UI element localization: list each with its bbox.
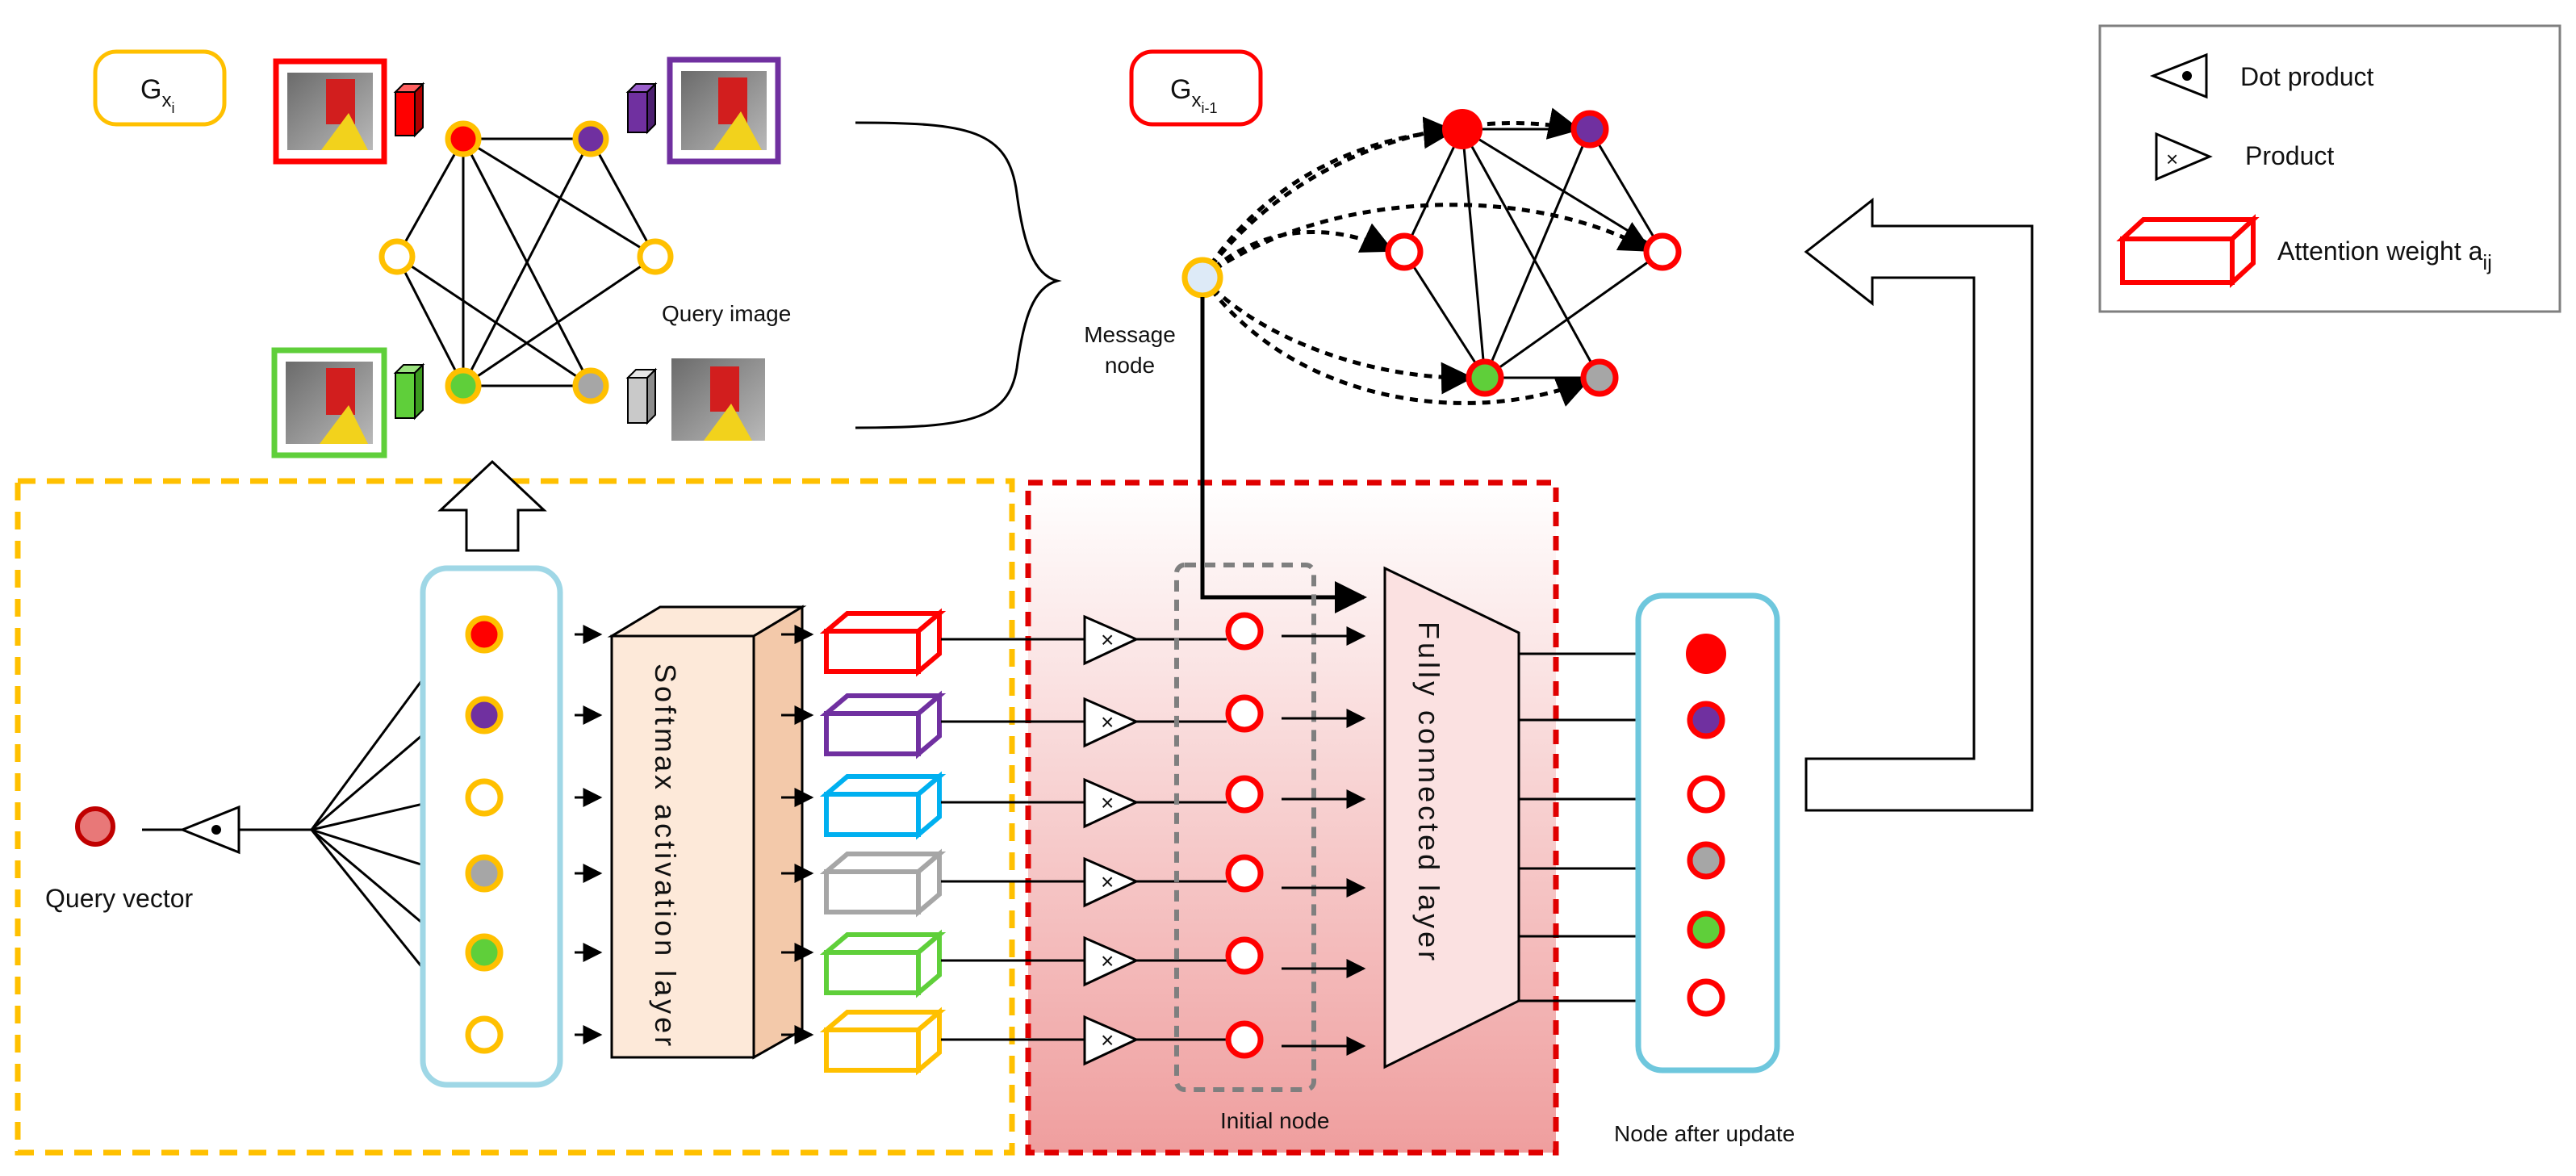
legend-product: Product bbox=[2245, 141, 2334, 170]
up-arrow bbox=[437, 459, 547, 552]
previous-graph-label-box bbox=[1129, 49, 1263, 127]
svg-text:×: × bbox=[1101, 1027, 1114, 1053]
curly-brace bbox=[855, 121, 1062, 429]
softmax-layer: Softmax activation layer bbox=[607, 605, 807, 1060]
fully-connected-layer: Fully connected layer bbox=[1383, 566, 1520, 1069]
previous-graph: Gxi-1 Message node bbox=[1084, 49, 1682, 613]
initial-to-fc-arrows bbox=[1282, 626, 1366, 1056]
attention-cube-red bbox=[819, 608, 947, 677]
dot-product-icon bbox=[2149, 52, 2208, 99]
attention-cube-cyan bbox=[819, 771, 947, 840]
feedback-arrow bbox=[1804, 197, 2034, 812]
graph-node-red bbox=[445, 120, 482, 157]
to-cube-arrows bbox=[781, 625, 814, 1044]
cube-gray bbox=[625, 367, 658, 425]
prev-node-empty-right bbox=[1643, 232, 1682, 271]
cube-red bbox=[393, 82, 425, 138]
message-edges bbox=[1200, 107, 1653, 407]
thumbnail-query bbox=[671, 358, 765, 441]
prev-node-empty-left bbox=[1385, 232, 1424, 271]
message-to-fc-arrow bbox=[1200, 297, 1367, 613]
prev-node-red bbox=[1442, 109, 1482, 149]
dot-product-operator bbox=[178, 805, 240, 855]
updated-node-gray bbox=[1687, 841, 1725, 880]
thumbnail-purple bbox=[667, 56, 781, 165]
current-graph-label: Gxi bbox=[140, 74, 174, 116]
current-graph-edges bbox=[395, 137, 657, 387]
updated-node-purple bbox=[1687, 701, 1725, 739]
svg-text:×: × bbox=[1101, 790, 1114, 815]
updated-node-empty-1 bbox=[1687, 775, 1725, 814]
graph-node-gray bbox=[572, 367, 609, 404]
svg-text:×: × bbox=[1101, 869, 1114, 894]
query-vector-label: Query vector bbox=[45, 884, 194, 913]
product-symbol: × bbox=[2166, 147, 2178, 171]
message-node-label-line2: node bbox=[1105, 353, 1155, 378]
graph-nodes-column bbox=[420, 565, 563, 1088]
dot-product-operator-dot bbox=[211, 825, 221, 835]
query-region-box bbox=[15, 478, 1015, 1156]
prev-node-purple bbox=[1570, 110, 1609, 149]
attention-cube-green bbox=[819, 929, 947, 998]
column-node-purple bbox=[465, 696, 504, 734]
updated-nodes-column bbox=[1635, 592, 1780, 1073]
graph-node-empty-left bbox=[378, 238, 416, 275]
thumbnail-green bbox=[271, 347, 387, 458]
prev-node-green bbox=[1466, 358, 1504, 397]
svg-text:×: × bbox=[1101, 627, 1114, 652]
current-graph: Gxi bbox=[93, 49, 791, 458]
initial-node-box bbox=[1174, 563, 1316, 1092]
dot-product-dot bbox=[2182, 71, 2192, 81]
column-node-green bbox=[465, 933, 504, 972]
attention-cube-gray bbox=[819, 848, 947, 918]
column-node-red bbox=[465, 615, 504, 654]
query-image-label: Query image bbox=[662, 301, 791, 326]
product-icon bbox=[2155, 132, 2213, 182]
product-to-initial-lines bbox=[1136, 638, 1227, 1041]
graph-node-green bbox=[445, 367, 482, 404]
prev-node-gray bbox=[1580, 358, 1619, 397]
message-node-label-line1: Message bbox=[1084, 322, 1176, 347]
cube-purple bbox=[625, 82, 658, 135]
updated-node-empty-2 bbox=[1687, 978, 1725, 1017]
column-node-empty-2 bbox=[465, 1015, 504, 1054]
cube-to-product-lines bbox=[941, 638, 1085, 1041]
node-after-update-label: Node after update bbox=[1614, 1121, 1795, 1146]
softmax-label: Softmax activation layer bbox=[649, 663, 682, 1049]
legend-attention-weight: Attention weight aij bbox=[2277, 236, 2492, 274]
graph-node-purple bbox=[572, 120, 609, 157]
previous-graph-label: Gxi-1 bbox=[1170, 74, 1217, 116]
cube-green bbox=[393, 362, 425, 421]
thumbnail-red bbox=[273, 58, 387, 165]
message-node bbox=[1181, 257, 1223, 299]
updated-node-red bbox=[1686, 634, 1726, 674]
product-operator-symbols: × × × × × × bbox=[1101, 627, 1114, 1053]
svg-text:×: × bbox=[1101, 709, 1114, 734]
svg-text:×: × bbox=[1101, 948, 1114, 973]
attention-cube-purple bbox=[819, 690, 947, 760]
to-softmax-arrows bbox=[575, 625, 603, 1044]
updated-node-green bbox=[1687, 910, 1725, 949]
fully-connected-label: Fully connected layer bbox=[1412, 621, 1445, 964]
attention-cube-yellow bbox=[819, 1007, 947, 1076]
product-operators bbox=[1083, 614, 1140, 1066]
initial-node-label: Initial node bbox=[1220, 1108, 1329, 1133]
query-vector-node bbox=[75, 806, 115, 847]
column-node-gray bbox=[465, 854, 504, 893]
initial-nodes bbox=[1225, 612, 1264, 1059]
legend-dot-product: Dot product bbox=[2240, 62, 2374, 91]
attention-weight-icon bbox=[2116, 214, 2260, 288]
graph-node-empty-right bbox=[637, 238, 674, 275]
legend: Dot product × Product Attention weight a… bbox=[2098, 24, 2561, 313]
current-graph-label-box bbox=[93, 49, 227, 127]
column-node-empty-1 bbox=[465, 778, 504, 817]
previous-graph-edges bbox=[1403, 128, 1664, 379]
